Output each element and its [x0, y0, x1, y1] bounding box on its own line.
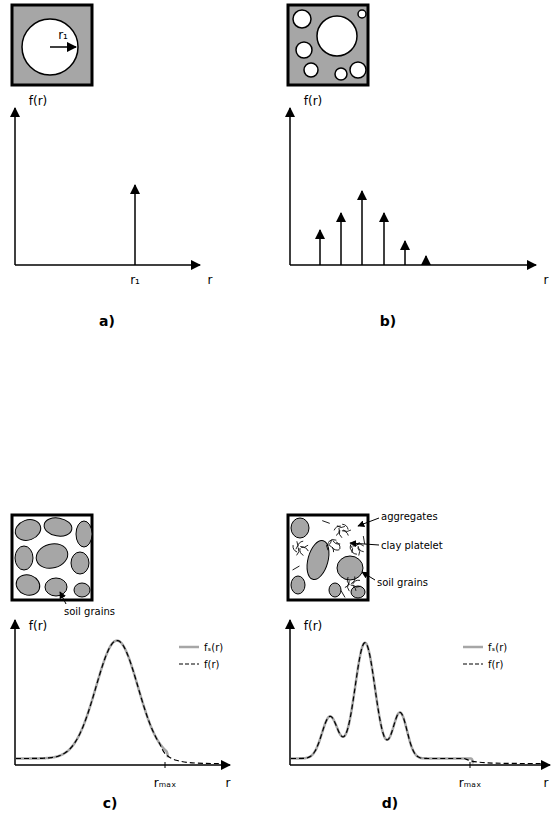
legend-line-sample [462, 659, 484, 669]
pore-size-spike [361, 191, 363, 265]
clay-platelet [342, 523, 349, 529]
clay-platelet [329, 545, 335, 553]
clay-platelet [297, 540, 304, 547]
axis-label: f(r) [304, 95, 323, 108]
clay-platelet [337, 526, 345, 528]
clay-platelet [322, 521, 330, 524]
clay-platelet [327, 542, 329, 550]
pore-size-spike [404, 241, 406, 265]
legend-line-sample [462, 642, 484, 652]
clay-platelet [342, 530, 349, 536]
radius-label: r₁ [58, 29, 68, 42]
clay-platelet [363, 536, 364, 544]
legend-text: f(r) [204, 659, 219, 670]
pore-size-spike [383, 213, 385, 265]
axis-label: f(r) [29, 620, 48, 633]
multi-pore-panel [288, 5, 536, 265]
clay-platelet [297, 548, 300, 556]
fs-curve [16, 641, 168, 759]
aggregated-soil-panel [288, 515, 550, 768]
pore-size-spike [340, 213, 342, 265]
clay-platelet [345, 581, 351, 589]
axis-tick-label: rₘₐₓ [154, 777, 176, 790]
clay-platelet [328, 539, 336, 542]
panel-label: d) [382, 796, 398, 811]
axis-label: r [544, 274, 549, 287]
legend-text: f(r) [488, 659, 503, 670]
clay-platelet [350, 549, 357, 555]
clay-platelet [341, 591, 345, 598]
annotation: aggregates [381, 511, 438, 522]
clay-platelet [358, 547, 361, 555]
axis-label: f(r) [29, 95, 48, 108]
clay-platelet [352, 579, 360, 584]
legend-line-sample [178, 642, 200, 652]
granular-soil-panel [12, 515, 230, 768]
annotation: clay platelet [381, 540, 443, 551]
single-pore-panel [12, 5, 200, 265]
panel-label: c) [103, 796, 118, 811]
clay-platelet [336, 541, 341, 549]
clay-platelet [351, 584, 357, 591]
annotation: soil grains [377, 577, 428, 588]
pore-size-spike [425, 256, 427, 265]
axis-label: r [544, 777, 549, 790]
f-curve [291, 643, 545, 764]
legend-line-sample [178, 659, 200, 669]
legend-text: fₛ(r) [488, 642, 507, 653]
axis-tick-label: rₘₐₓ [459, 777, 481, 790]
clay-platelet [293, 566, 300, 570]
panel-label: a) [99, 314, 115, 329]
axis-tick-label: r₁ [130, 274, 140, 287]
panel-label: b) [380, 314, 396, 329]
axis-label: f(r) [304, 620, 323, 633]
f-curve [16, 641, 225, 764]
annotation: soil grains [64, 606, 115, 617]
clay-platelet [349, 541, 354, 549]
legend-text: fₛ(r) [204, 642, 223, 653]
legend-entry: fₛ(r) [462, 642, 507, 653]
legend-entry: f(r) [462, 659, 503, 670]
axis-label: r [208, 274, 213, 287]
clay-platelet [336, 528, 340, 536]
clay-platelet [299, 548, 304, 556]
clay-platelet [357, 546, 364, 553]
clay-platelet [301, 546, 309, 551]
axis-label: r [226, 777, 231, 790]
legend-entry: fₛ(r) [178, 642, 223, 653]
legend-entry: f(r) [178, 659, 219, 670]
pore-size-spike [319, 230, 321, 265]
